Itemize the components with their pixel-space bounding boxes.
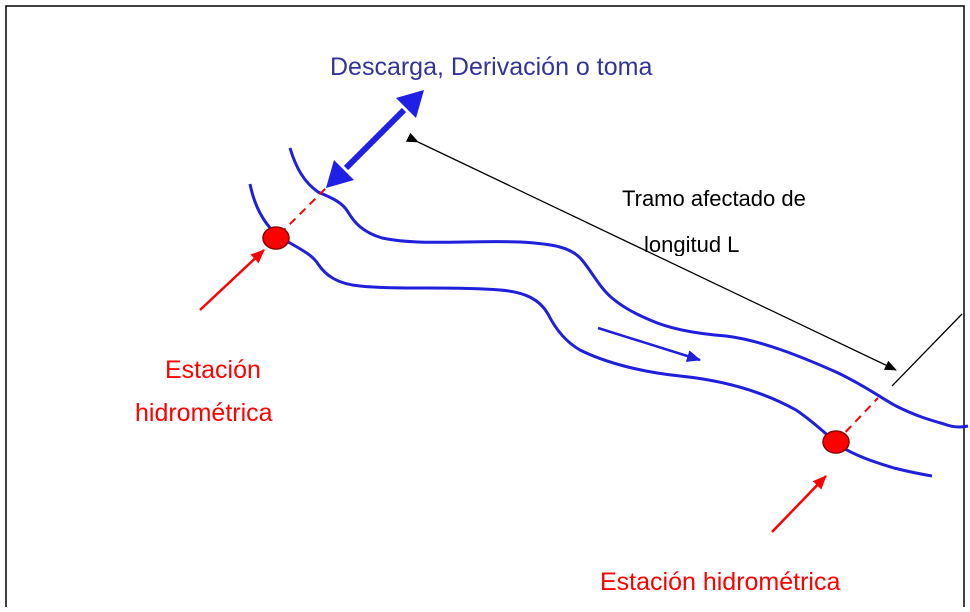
downstream-station-label: Estación hidrométrica — [600, 568, 841, 596]
discharge-arrow-head-down — [326, 160, 354, 188]
reach-end-tick — [891, 313, 963, 387]
discharge-label: Descarga, Derivación o toma — [330, 53, 653, 81]
reach-label-line1: Tramo afectado de — [622, 186, 806, 211]
reach-label-line2-clip: longitud L — [644, 231, 824, 256]
upstream-station-marker — [262, 226, 290, 250]
discharge-arrow-head-up — [396, 90, 424, 118]
upstream-station-label-line1: Estación — [165, 356, 261, 384]
upstream-station-label-line2: hidrométrica — [135, 399, 273, 427]
right-station-pointer — [771, 475, 827, 533]
flow-direction-arrow — [597, 326, 701, 362]
reach-label-line2: longitud L — [644, 232, 740, 256]
reach-length-arrow — [405, 132, 897, 371]
downstream-section-line — [835, 397, 879, 443]
discharge-arrow-shaft — [343, 107, 407, 171]
left-station-pointer — [199, 249, 265, 311]
downstream-station-marker — [822, 430, 850, 454]
figure-frame — [5, 5, 965, 612]
